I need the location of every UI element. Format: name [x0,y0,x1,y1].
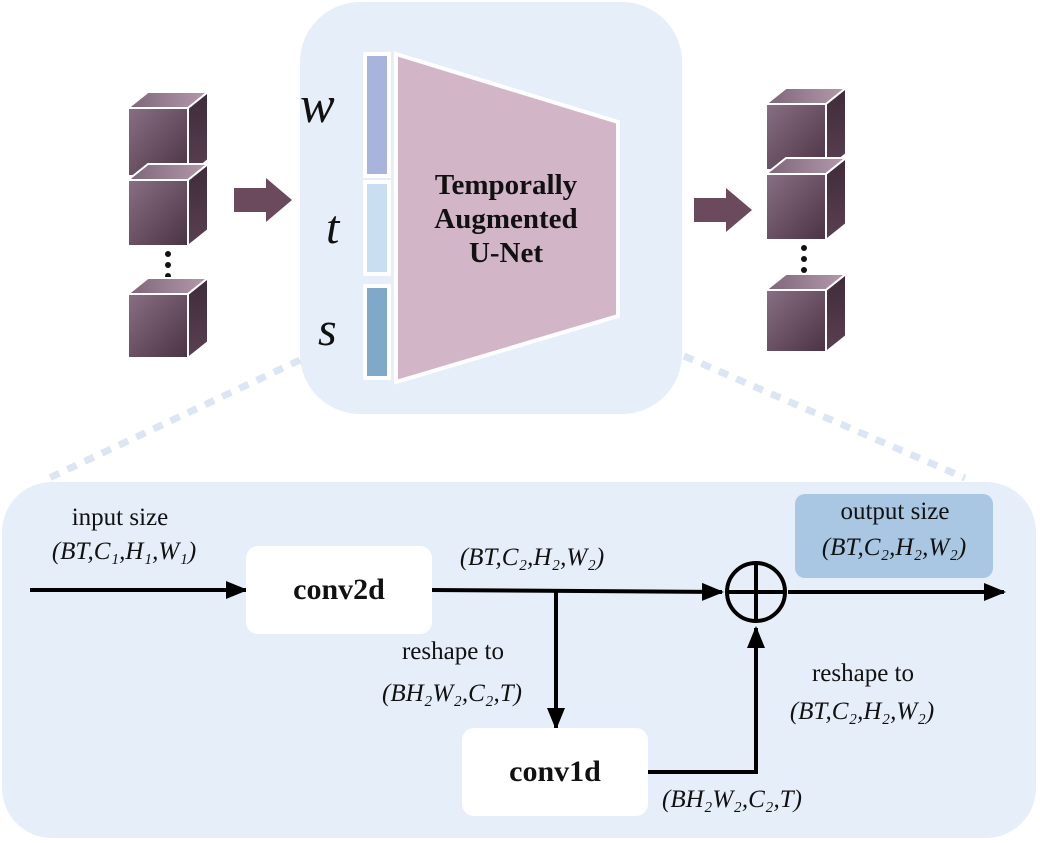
output-frames-stack [763,85,849,355]
conv2d-output-shape: (BT,C₂,H₂,W₂) [459,544,605,571]
unet-trapezoid [394,51,620,385]
conv1d-to-sum-line [646,626,765,774]
input-size-shape: (BT,C₁,H₁,W₁) [51,538,197,565]
unet-label: Temporally Augmented U-Net [406,168,606,271]
conv1d-block: conv1d [462,728,648,816]
w-embedding-bar [363,52,391,178]
reshape-shape-1: (BH₂W₂,C₂,T) [382,680,522,707]
output-size-badge [795,494,993,578]
t-variable-label: t [326,201,340,254]
conv1d-output-shape: (BH₂W₂,C₂,T) [662,786,802,813]
frame-cube [125,161,211,249]
frame-cube [763,155,849,243]
conv2d-to-sum-line [430,582,724,601]
unet-label-line2: Augmented [434,203,578,236]
input-size-title: input size [71,504,169,531]
s-embedding-bar [363,284,391,380]
reshape-to-label-1: reshape to [401,638,505,665]
unet-label-line1: Temporally [434,169,578,201]
output-arrow [694,188,752,232]
unet-label-line3: U-Net [468,237,544,270]
ellipsis-dots [801,245,807,273]
s-variable-label: s [318,303,337,356]
input-arrow [234,178,292,222]
ellipsis-dots [165,251,171,279]
w-variable-label: w [300,77,335,134]
frame-cube [125,275,211,361]
t-embedding-bar [363,180,391,276]
output-size-shape: (BT,C₂,H₂,W₂) [821,534,967,561]
reshape-shape-2: (BT,C₂,H₂,W₂) [789,698,935,725]
sum-circle-icon [725,561,787,623]
frame-cube [763,271,849,355]
input-frames-stack [125,89,211,361]
reshape-to-label-2: reshape to [811,660,915,687]
output-size-title: output size [840,498,950,525]
condition-bars [363,52,391,380]
conv2d-block: conv2d [246,546,432,634]
